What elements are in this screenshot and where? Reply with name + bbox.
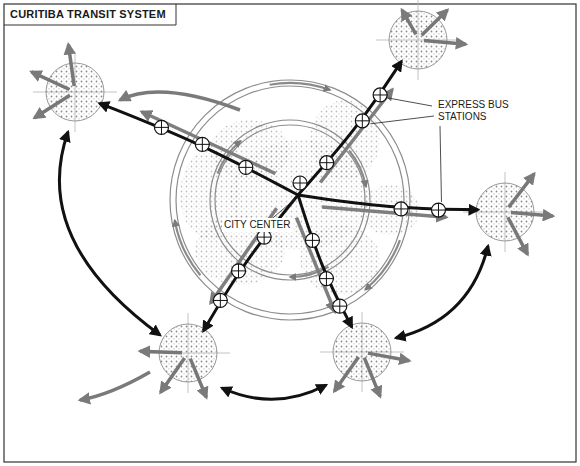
feeder-route	[422, 10, 448, 35]
feeder-route	[424, 41, 466, 45]
crosshair	[320, 312, 404, 392]
bus-station	[320, 156, 334, 170]
leader-line	[388, 98, 432, 106]
express-axis	[203, 195, 298, 331]
link-arrow	[222, 385, 326, 399]
bus-station	[373, 88, 387, 102]
sub-center	[389, 11, 447, 69]
feeder-route	[31, 72, 69, 90]
bus-station	[355, 114, 369, 128]
bus-station	[333, 299, 347, 313]
feeder-route	[509, 174, 535, 207]
feeder-route	[368, 353, 409, 361]
link-arrow	[120, 92, 240, 110]
ring-road	[210, 120, 370, 280]
bus-station	[154, 120, 168, 134]
bus-station	[431, 203, 445, 217]
interdistrict-route	[296, 218, 334, 312]
bus-station	[239, 160, 253, 174]
diagram-title: CURITIBA TRANSIT SYSTEM	[8, 8, 168, 21]
bus-station	[232, 264, 246, 278]
bus-station	[257, 230, 271, 244]
crosshair	[33, 52, 117, 132]
frame	[4, 4, 576, 462]
feeder-route	[190, 359, 206, 398]
leader-line	[370, 116, 434, 124]
ring-road	[176, 86, 404, 314]
feeder-route	[161, 358, 185, 392]
link-arrow	[80, 372, 150, 400]
ring-arrow	[349, 151, 366, 187]
link-arrow	[59, 132, 160, 335]
crosshair	[463, 172, 547, 252]
ring-arrow	[270, 83, 330, 90]
feeder-route	[140, 351, 182, 353]
feeder-route	[402, 10, 416, 34]
feeder-route	[364, 358, 380, 397]
callout-label: EXPRESS BUS STATIONS	[436, 98, 524, 123]
ring-arrow	[365, 240, 400, 290]
interdistrict-route	[320, 90, 392, 183]
leader-line	[440, 126, 441, 202]
feeder-route	[35, 95, 70, 118]
feeder-route	[68, 44, 74, 86]
express-axis	[100, 103, 298, 195]
ring-road	[170, 80, 410, 320]
bus-station	[293, 176, 307, 190]
express-axis	[298, 195, 478, 210]
link-arrow	[396, 246, 488, 338]
express-axis	[298, 61, 401, 195]
crosshair	[376, 0, 460, 80]
bus-station	[319, 272, 333, 286]
bus-station	[394, 202, 408, 216]
title-box	[4, 4, 176, 25]
sub-center	[333, 323, 391, 381]
bus-station	[213, 293, 227, 307]
ring-arrow	[175, 220, 201, 275]
feeder-route	[334, 357, 358, 391]
interdistrict-route	[142, 112, 276, 174]
sub-center	[46, 63, 104, 121]
bus-station	[195, 137, 209, 151]
feeder-route	[508, 217, 528, 254]
feeder-route	[511, 212, 553, 215]
bus-station	[305, 233, 319, 247]
express-axis	[298, 195, 352, 327]
callout-label: CITY CENTER	[222, 218, 293, 232]
